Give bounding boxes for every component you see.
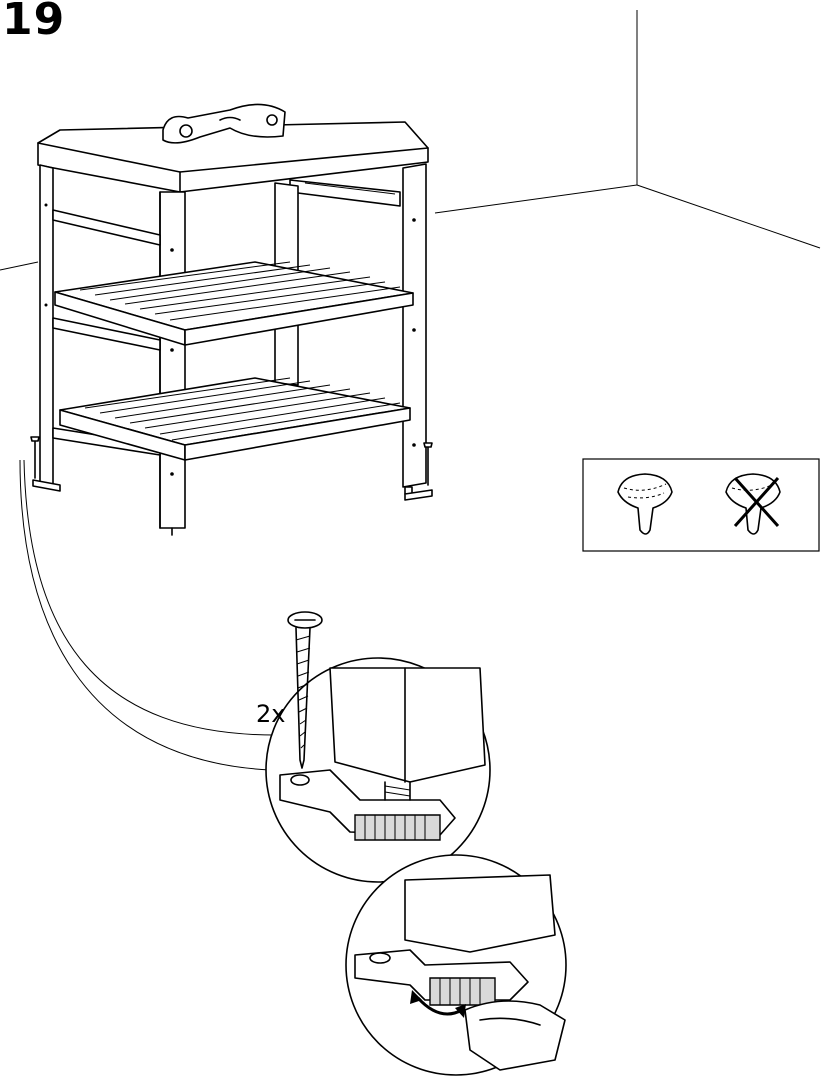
detail-leader xyxy=(20,460,275,770)
screw-head-inset xyxy=(583,459,819,551)
detail-circle-adjust xyxy=(346,855,566,1075)
kitchen-cart xyxy=(31,104,432,535)
screw-quantity: 2x xyxy=(256,700,285,728)
detail-circle-screw xyxy=(266,658,490,882)
